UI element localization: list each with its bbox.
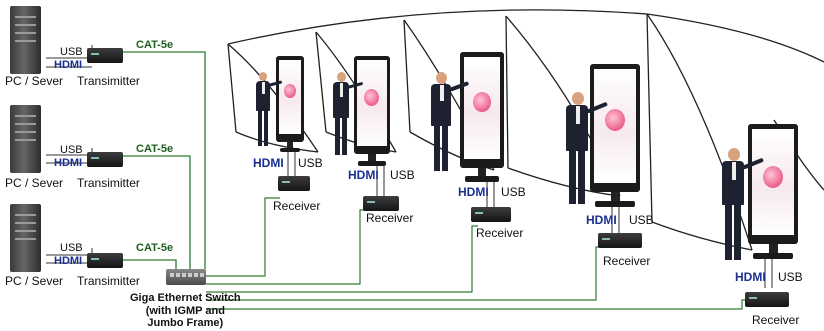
cat5e-label: CAT-5e bbox=[136, 143, 174, 155]
switch-label-line1: Giga Ethernet Switch bbox=[130, 292, 241, 304]
transmitter-box-icon bbox=[87, 152, 123, 167]
usb-label: USB bbox=[629, 213, 654, 227]
switch-label-line2: (with IGMP and bbox=[145, 304, 225, 317]
receiver-label: Receiver bbox=[476, 226, 524, 240]
cat5e-lines bbox=[123, 51, 206, 269]
ethernet-switch-icon bbox=[166, 269, 206, 285]
cat5e-label: CAT-5e bbox=[136, 39, 174, 51]
server-tower-icon bbox=[10, 105, 41, 173]
transmitter-box-icon bbox=[87, 48, 123, 63]
hdmi-label: HDMI bbox=[54, 255, 83, 267]
server-tower-icon bbox=[10, 204, 41, 272]
transmitter-label: Transimitter bbox=[77, 176, 140, 190]
hdmi-label: HDMI bbox=[348, 168, 379, 182]
hdmi-label: HDMI bbox=[54, 59, 83, 71]
pc-label: PC / Sever bbox=[5, 74, 64, 88]
usb-label: USB bbox=[501, 185, 526, 199]
receiver-label: Receiver bbox=[752, 313, 800, 327]
receiver-box-icon bbox=[278, 176, 310, 191]
receiver-label: Receiver bbox=[603, 254, 651, 268]
server-tower-icon bbox=[10, 6, 41, 74]
usb-label: USB bbox=[390, 168, 415, 182]
kiosk-display-icon bbox=[354, 56, 394, 166]
receiver-label: Receiver bbox=[366, 211, 414, 225]
kiosk-display-icon bbox=[590, 64, 644, 207]
receiver-label: Receiver bbox=[273, 199, 321, 213]
usb-label: USB bbox=[778, 270, 803, 284]
kiosk-display-icon bbox=[748, 124, 802, 259]
usb-label: USB bbox=[298, 156, 323, 170]
kiosk-display-icon bbox=[460, 52, 508, 182]
receiver-box-icon bbox=[598, 233, 642, 248]
hdmi-label: HDMI bbox=[586, 213, 617, 227]
transmitter-box-icon bbox=[87, 253, 123, 268]
receiver-box-icon bbox=[363, 196, 399, 211]
cat5e-label: CAT-5e bbox=[136, 242, 174, 254]
switch-label: Giga Ethernet Switch (with IGMP and Jumb… bbox=[130, 292, 241, 330]
hdmi-label: HDMI bbox=[458, 185, 489, 199]
display-cables bbox=[287, 150, 773, 288]
pc-label: PC / Sever bbox=[5, 274, 64, 288]
kiosk-display-icon bbox=[276, 56, 306, 152]
usb-label: USB bbox=[60, 242, 83, 254]
usb-label: USB bbox=[60, 144, 83, 156]
receiver-box-icon bbox=[745, 292, 789, 307]
transmitter-label: Transimitter bbox=[77, 74, 140, 88]
switch-label-line3: Jumbo Frame) bbox=[147, 317, 224, 330]
usb-label: USB bbox=[60, 46, 83, 58]
pc-label: PC / Sever bbox=[5, 176, 64, 190]
hdmi-label: HDMI bbox=[735, 270, 766, 284]
hdmi-label: HDMI bbox=[253, 156, 284, 170]
transmitter-label: Transimitter bbox=[77, 274, 140, 288]
receiver-box-icon bbox=[471, 207, 511, 222]
hdmi-label: HDMI bbox=[54, 157, 83, 169]
